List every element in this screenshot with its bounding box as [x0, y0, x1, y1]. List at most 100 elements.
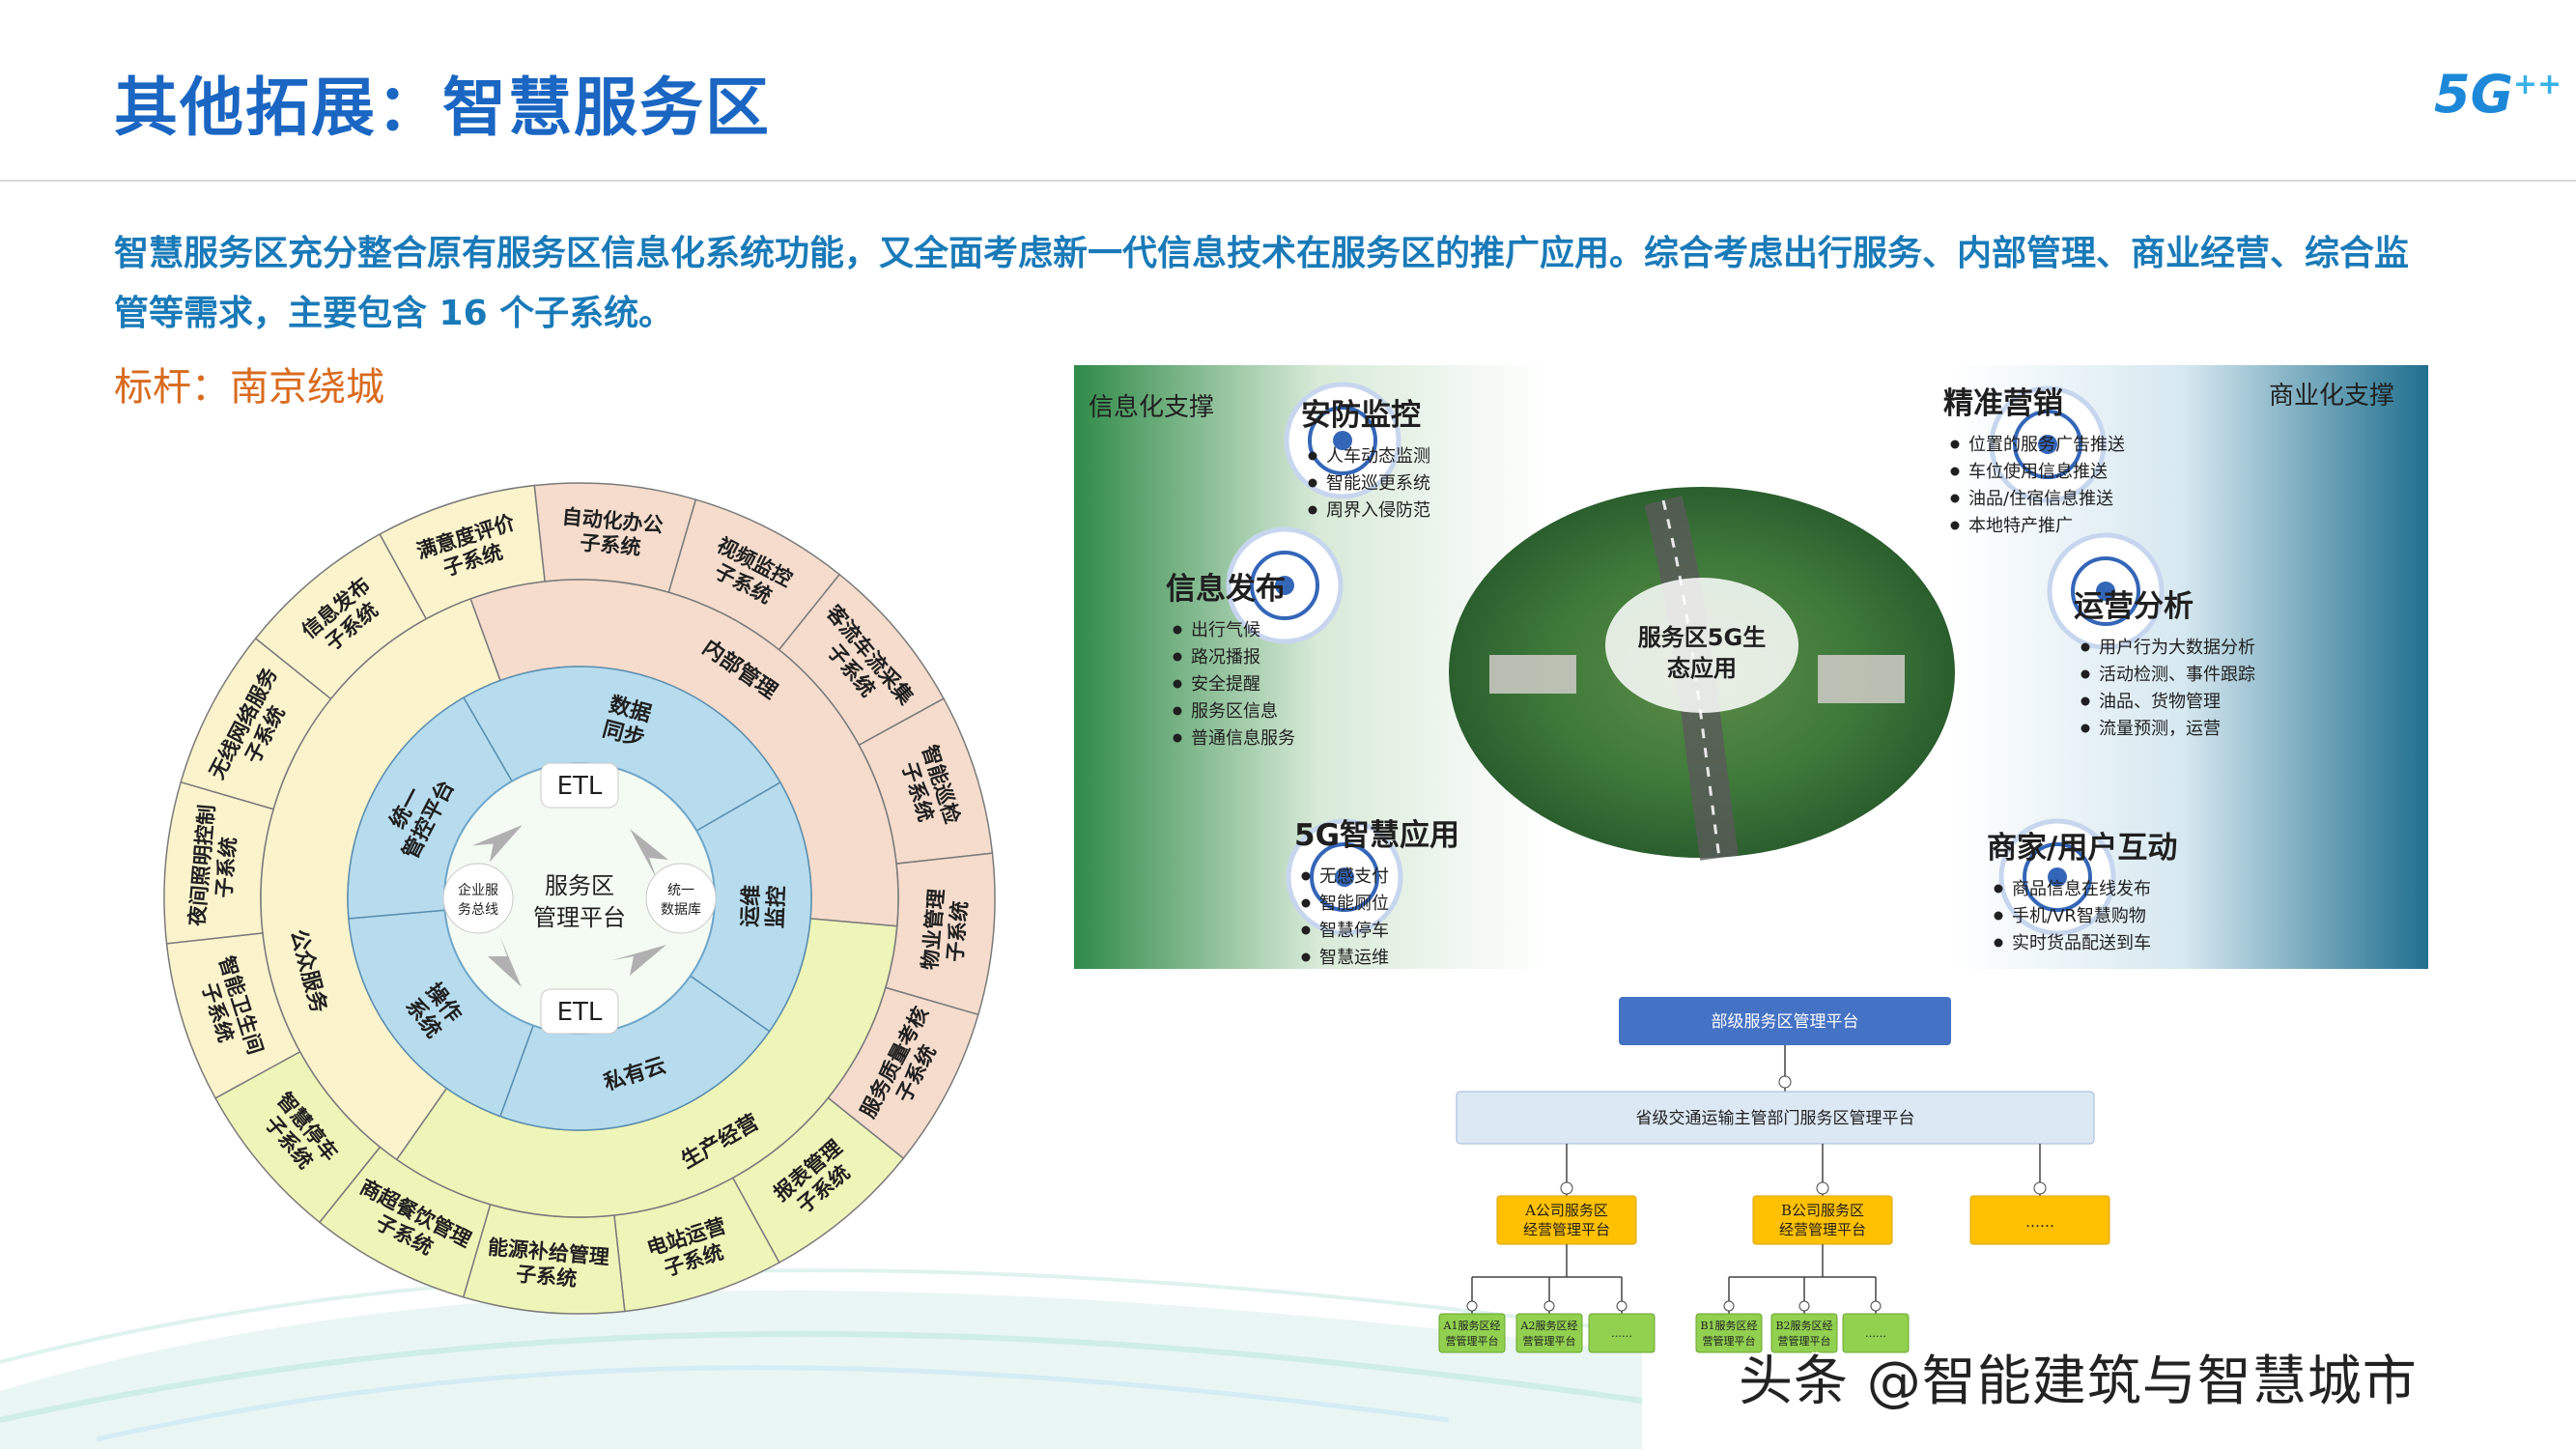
business-support-label: 商业化支撑 [2269, 382, 2394, 411]
outer-subsystem-label: 自动化办公子系统 [559, 505, 665, 561]
outer-subsystem-label: 物业管理子系统 [919, 888, 973, 973]
service-area-platform-label: B2服务区经 [1775, 1320, 1832, 1332]
5g-application-panel: 信息化支撑 商业化支撑 服务区5G生 态应用 安防监控人车动态监测智能巡更系统周… [1074, 365, 2428, 969]
info-support-label: 信息化支撑 [1089, 393, 1214, 422]
app-group-item: 商品信息在线发布 [2012, 879, 2151, 899]
company-platform-label: B公司服务区 [1781, 1202, 1864, 1219]
bus-node [442, 863, 514, 934]
database-node [645, 863, 717, 934]
app-group-item: 实时货品配送到车 [2012, 933, 2151, 953]
24h-clock-icon [1284, 382, 1401, 499]
logo-plus: ++ [2512, 68, 2562, 101]
app-group-title: 商家/用户互动 [1987, 831, 2177, 866]
app-group-item: 智能巡更系统 [1326, 473, 1430, 494]
app-group-item: 用户行为大数据分析 [2099, 638, 2255, 658]
bus-node-line1: 企业服 [458, 882, 498, 898]
company-platform-label: …… [2025, 1213, 2054, 1231]
app-group-item: 周界入侵防范 [1326, 500, 1430, 521]
company-platform-box [1969, 1195, 2110, 1245]
app-group-item: 普通信息服务 [1191, 728, 1295, 749]
watermark: 头条 @智能建筑与智慧城市 [1739, 1350, 2418, 1413]
company-platform-label: 经营管理平台 [1779, 1221, 1866, 1238]
ring2-label: 运维监控 [737, 884, 789, 928]
database-node-line1: 统一 [667, 883, 694, 898]
app-group-item: 智慧停车 [1319, 921, 1389, 941]
tablet-icon [1286, 818, 1403, 936]
app-group-item: 本地特产推广 [1968, 516, 2073, 536]
service-area-platform-box [1695, 1313, 1763, 1353]
management-hierarchy-chart: 部级服务区管理平台 省级交通运输主管部门服务区管理平台 A公司服务区经营管理平台… [1438, 997, 2110, 1353]
etl-top-label: ETL [557, 772, 603, 801]
center-line2: 态应用 [1667, 655, 1737, 682]
service-area-platform-box [1438, 1313, 1506, 1353]
service-area-platform-label: 营管理平台 [1523, 1334, 1576, 1348]
core-title-line2: 管理平台 [533, 904, 626, 931]
outer-ring: 自动化办公子系统视频监控子系统客流车流采集子系统智能巡检子系统物业管理子系统服务… [163, 482, 996, 1315]
video-camera-icon [1998, 818, 2116, 936]
province-platform-label: 省级交通运输主管部门服务区管理平台 [1636, 1109, 1915, 1128]
bus-node-line2: 务总线 [458, 902, 498, 918]
app-group-title: 安防监控 [1301, 398, 1421, 433]
ministry-platform-box [1619, 997, 1951, 1045]
service-area-platform-label: B1服务区经 [1700, 1320, 1757, 1332]
5g-logo: 5G++ [2434, 64, 2562, 125]
service-area-platform-box [1515, 1313, 1583, 1353]
app-group-item: 油品、货物管理 [2099, 692, 2221, 712]
ministry-platform-label: 部级服务区管理平台 [1712, 1012, 1859, 1032]
outer-subsystem-label: 智能巡检子系统 [894, 742, 964, 834]
service-area-platform-label: 营管理平台 [1703, 1334, 1756, 1348]
app-group-item: 活动检测、事件跟踪 [2099, 665, 2255, 685]
app-group-title: 信息发布 [1166, 572, 1286, 607]
province-platform-box [1456, 1091, 2095, 1145]
logo-text: 5G [2434, 64, 2513, 125]
cycle-arrows [471, 824, 668, 987]
people-money-icon [1989, 385, 2107, 503]
app-group-item: 无感支付 [1319, 867, 1389, 887]
hand-coin-icon [2047, 532, 2165, 650]
company-platform-label: 经营管理平台 [1523, 1221, 1610, 1238]
application-groups: 安防监控人车动态监测智能巡更系统周界入侵防范信息发布出行气候路况播报安全提醒服务… [1166, 382, 2255, 968]
intro-paragraph: 智慧服务区充分整合原有服务区信息化系统功能，又全面考虑新一代信息技术在服务区的推… [114, 234, 2410, 333]
page-title: 其他拓展：智慧服务区 [114, 71, 771, 145]
app-group-item: 车位使用信息推送 [1968, 462, 2108, 482]
service-area-platform-label: …… [1865, 1327, 1886, 1340]
service-area-platform-box [1770, 1313, 1838, 1353]
app-group-item: 路况播报 [1191, 647, 1260, 668]
service-area-platform-label: 营管理平台 [1446, 1334, 1499, 1348]
subsystem-wheel-diagram: 自动化办公子系统视频监控子系统客流车流采集子系统智能巡检子系统物业管理子系统服务… [163, 482, 996, 1315]
service-area-platform-box [1842, 1313, 1910, 1353]
service-area-platform-label: A2服务区经 [1520, 1320, 1578, 1332]
service-area-platform-box [1588, 1313, 1656, 1353]
app-group-item: 位置的服务广告推送 [1968, 435, 2125, 455]
center-line1: 服务区5G生 [1638, 624, 1766, 651]
app-group-title: 运营分析 [2074, 589, 2194, 624]
database-node-line2: 数据库 [661, 902, 701, 918]
service-area-platform-label: …… [1611, 1327, 1632, 1340]
org-lower-levels: A公司服务区经营管理平台B公司服务区经营管理平台……A1服务区经营管理平台A2服… [1438, 1144, 2110, 1353]
etl-top-box [540, 762, 619, 809]
app-group-item: 人车动态监测 [1326, 446, 1430, 467]
app-group-item: 出行气候 [1191, 620, 1260, 640]
app-group-item: 手机/VR智慧购物 [2012, 906, 2146, 926]
app-group-item: 油品/住宿信息推送 [1968, 489, 2113, 509]
service-area-platform-label: A1服务区经 [1443, 1320, 1501, 1332]
benchmark-label: 标杆：南京绕城 [114, 365, 384, 410]
core-title-line1: 服务区 [545, 872, 614, 899]
app-group-title: 5G智慧应用 [1294, 818, 1459, 853]
app-group-item: 智慧运维 [1319, 948, 1389, 968]
center-bubble [1605, 578, 1798, 713]
etl-bottom-box [540, 988, 619, 1035]
company-platform-label: A公司服务区 [1524, 1202, 1608, 1219]
header-divider [0, 180, 2576, 182]
etl-bottom-label: ETL [557, 998, 603, 1027]
fire-icon [1226, 526, 1344, 644]
app-group-item: 服务区信息 [1191, 701, 1278, 722]
app-group-title: 精准营销 [1943, 386, 2063, 421]
